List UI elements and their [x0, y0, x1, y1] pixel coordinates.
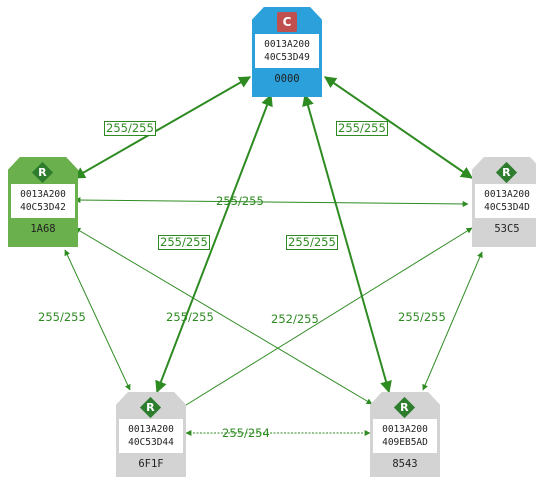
link-label-right-bottom-right: 255/255 [398, 310, 446, 324]
node-router-right-net-id: 53C5 [494, 223, 520, 235]
node-router-bottom-left-address: 0013A200 40C53D44 [119, 419, 183, 453]
node-router-right[interactable]: R 0013A200 40C53D4D 53C5 [472, 157, 536, 247]
node-router-bottom-right-addr-high: 0013A200 [382, 424, 428, 435]
link-label-left-right: 255/255 [216, 194, 264, 208]
link-right-bottom-right[interactable] [422, 251, 483, 391]
link-left-bottom-right[interactable] [74, 227, 373, 405]
node-router-bottom-left-addr-low: 40C53D44 [128, 437, 174, 448]
link-coord-right[interactable] [324, 76, 473, 179]
node-router-right-addr-low: 40C53D4D [484, 202, 530, 213]
node-router-right-addr-high: 0013A200 [484, 189, 530, 200]
coordinator-badge-icon: C [277, 12, 297, 32]
node-coordinator-net-id: 0000 [274, 73, 300, 85]
node-router-right-address: 0013A200 40C53D4D [475, 184, 536, 218]
link-label-bottom-left-bottom-right: 255/254 [222, 426, 270, 440]
node-coordinator[interactable]: C 0013A200 40C53D49 0000 [252, 7, 322, 97]
node-router-bottom-right-net-id: 8543 [392, 458, 418, 470]
node-router-bottom-right[interactable]: R 0013A200 409EB5AD 8543 [370, 392, 440, 477]
node-coordinator-addr-high: 0013A200 [264, 39, 310, 50]
link-label-coord-right: 255/255 [336, 121, 388, 136]
node-router-left-net-id: 1A68 [30, 223, 56, 235]
link-label-coord-left: 255/255 [104, 121, 156, 136]
node-router-bottom-left[interactable]: R 0013A200 40C53D44 6F1F [116, 392, 186, 477]
node-router-left-addr-high: 0013A200 [20, 189, 66, 200]
node-router-bottom-right-addr-low: 409EB5AD [382, 437, 428, 448]
link-label-right-bottom-left: 252/255 [271, 312, 319, 326]
link-label-coord-bottom-left: 255/255 [158, 235, 210, 250]
node-coordinator-address: 0013A200 40C53D49 [255, 34, 319, 68]
node-router-bottom-left-addr-high: 0013A200 [128, 424, 174, 435]
link-coord-left[interactable] [72, 76, 252, 179]
node-router-left[interactable]: R 0013A200 40C53D42 1A68 [8, 157, 78, 247]
link-label-coord-bottom-right: 255/255 [286, 235, 338, 250]
node-router-left-address: 0013A200 40C53D42 [11, 184, 75, 218]
link-label-left-bottom-right: 255/255 [166, 310, 214, 324]
node-coordinator-addr-low: 40C53D49 [264, 52, 310, 63]
node-router-left-addr-low: 40C53D42 [20, 202, 66, 213]
node-router-bottom-right-address: 0013A200 409EB5AD [373, 419, 437, 453]
link-label-left-bottom-left: 255/255 [38, 310, 86, 324]
link-left-right[interactable] [74, 197, 469, 207]
node-router-bottom-left-net-id: 6F1F [138, 458, 164, 470]
